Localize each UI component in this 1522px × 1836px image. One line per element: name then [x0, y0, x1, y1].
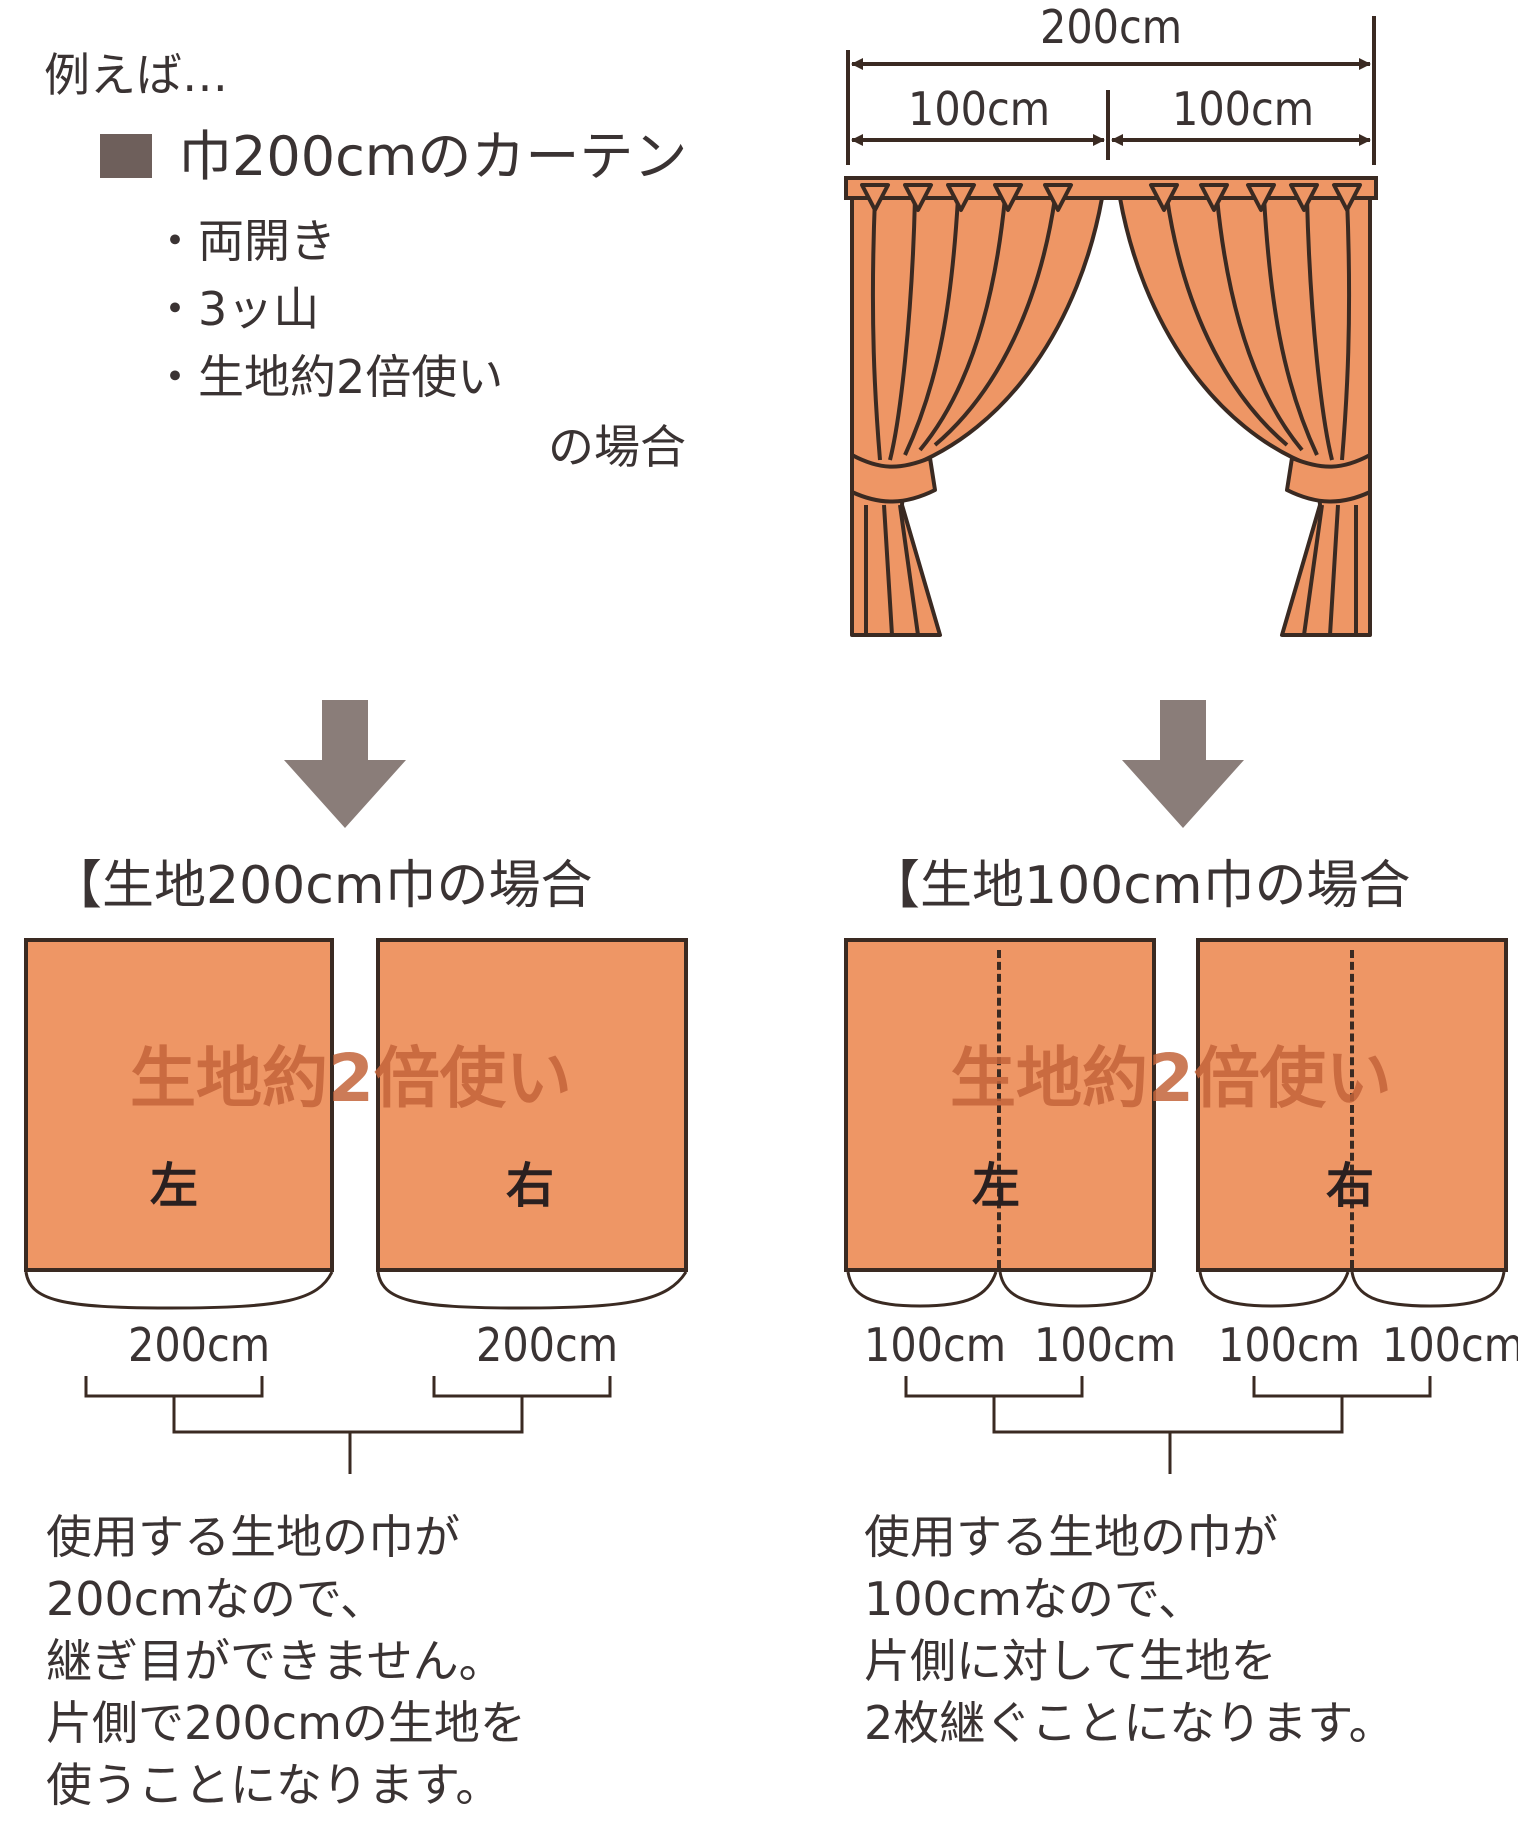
right-case-explanation: 使用する生地の巾が 100cmなので、 片側に対して生地を 2枚継ぐことになりま…: [864, 1510, 1395, 1750]
fabric-seam-line: [997, 950, 1001, 1268]
right-case-heading: 【生地100cm巾の場合: [868, 856, 1411, 916]
condition-suffix: の場合: [548, 420, 686, 474]
total-width-label: 200cm: [1040, 0, 1183, 54]
fabric-width-label: 100cm: [1382, 1322, 1518, 1368]
condition-item: ・3ッ山: [152, 282, 320, 336]
left-half-width-label: 100cm: [908, 82, 1051, 136]
left-case-braces: [24, 1271, 688, 1474]
right-panel-width: 200cm: [476, 1318, 619, 1372]
right-case-braces: [846, 1271, 1506, 1474]
fabric-width-label: 100cm: [1218, 1318, 1361, 1372]
left-curtain-panel: [24, 938, 334, 1272]
down-arrow-icon: [1122, 700, 1244, 828]
left-panel-width: 200cm: [128, 1318, 271, 1372]
fabric-seam-line: [1350, 950, 1354, 1268]
down-arrow-icon: [284, 700, 406, 828]
condition-item: ・両開き: [152, 214, 336, 268]
right-half-width-label: 100cm: [1172, 82, 1315, 136]
left-side-label: 左: [972, 1158, 1021, 1214]
bullet-square-icon: [100, 134, 152, 178]
right-curtain-panel: [376, 938, 688, 1272]
intro-lead: 例えば…: [44, 48, 228, 102]
panel-overlay-text: 生地約2倍使い: [130, 1040, 572, 1117]
right-curtain-drape: [1118, 183, 1372, 637]
width-dimension-lines: [846, 16, 1376, 165]
left-case-explanation: 使用する生地の巾が 200cmなので、 継ぎ目ができません。 片側で200cmの…: [46, 1510, 526, 1812]
left-side-label: 左: [150, 1158, 199, 1214]
right-side-label: 右: [506, 1158, 555, 1214]
curtain-spec-title: 巾200cmのカーテン: [178, 125, 688, 188]
fabric-width-label: 100cm: [1034, 1318, 1177, 1372]
curtain-rail: [844, 176, 1378, 200]
left-case-heading: 【生地200cm巾の場合: [50, 856, 593, 916]
right-side-label: 右: [1326, 1158, 1375, 1214]
fabric-width-label: 100cm: [864, 1318, 1007, 1372]
condition-item: ・生地約2倍使い: [152, 350, 504, 404]
left-curtain-drape: [850, 183, 1104, 637]
panel-overlay-text: 生地約2倍使い: [950, 1040, 1392, 1117]
